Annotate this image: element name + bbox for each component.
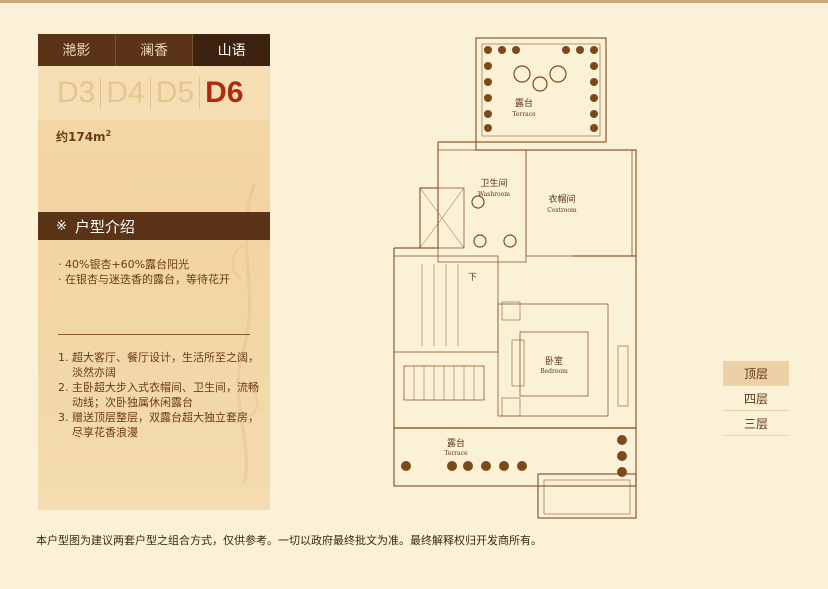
section-title: 户型介绍 xyxy=(74,217,135,236)
tab-yanying[interactable]: 滟影 xyxy=(38,34,116,66)
section-mark-icon: ※ xyxy=(56,218,67,234)
divider xyxy=(58,334,250,335)
area-unit-sup: 2 xyxy=(105,129,112,138)
washroom-en-label: Washroom xyxy=(478,191,510,198)
feature-list: 1.超大客厅、餐厅设计，生活所至之阔，淡然亦阔 2.主卧超大步入式衣帽间、卫生间… xyxy=(58,350,263,440)
section-heading: ※ 户型介绍 xyxy=(38,212,270,240)
tab-lanxiang[interactable]: 澜香 xyxy=(116,34,194,66)
terrace-top-label: 露台 xyxy=(515,97,533,109)
model-d3[interactable]: D3 xyxy=(52,77,102,109)
intro-text: · 40%银杏+60%露台阳光 · 在银杏与迷迭香的露台，等待花开 xyxy=(58,257,258,287)
terrace-bottom-label: 露台 xyxy=(447,437,465,449)
floor-3-button[interactable]: 三层 xyxy=(723,411,789,436)
bedroom-en-label: Bedroom xyxy=(540,368,568,375)
feature-item: 1.超大客厅、餐厅设计，生活所至之阔，淡然亦阔 xyxy=(58,350,263,380)
area-size: 约174m2 xyxy=(56,128,111,145)
feature-text: 主卧超大步入式衣帽间、卫生间，流畅动线；次卧独属休闲露台 xyxy=(72,381,259,409)
district-tabs: 滟影 澜香 山语 xyxy=(38,34,271,66)
terrace-bottom-en-label: Terrace xyxy=(444,450,468,457)
floor-top-button[interactable]: 顶层 xyxy=(723,361,789,386)
model-selector: D3 D4 D5 D6 xyxy=(38,66,270,120)
feature-text: 赠送顶层整层，双露台超大独立套房，尽享花香浪漫 xyxy=(72,411,259,439)
area-value: 约174m xyxy=(56,130,106,144)
feature-item: 2.主卧超大步入式衣帽间、卫生间，流畅动线；次卧独属休闲露台 xyxy=(58,380,263,410)
model-d4[interactable]: D4 xyxy=(101,77,151,109)
costroom-label: 衣帽间 xyxy=(548,193,575,205)
top-rule xyxy=(0,0,828,3)
costroom-en-label: Costroom xyxy=(547,207,577,214)
intro-line: · 40%银杏+60%露台阳光 xyxy=(58,258,190,271)
feature-item: 3.赠送顶层整层，双露台超大独立套房，尽享花香浪漫 xyxy=(58,410,263,440)
stairs-down-label: 下 xyxy=(468,273,477,283)
model-d5[interactable]: D5 xyxy=(151,77,201,109)
floor-selector: 顶层 四层 三层 xyxy=(723,361,789,436)
tab-shanyu[interactable]: 山语 xyxy=(193,34,271,66)
floor-plan: 露台 Terrace 卫生间 Washroom 衣帽间 Costroom 下 卧… xyxy=(393,37,637,519)
feature-num: 1. xyxy=(58,351,69,364)
intro-line: · 在银杏与迷迭香的露台，等待花开 xyxy=(58,273,230,286)
floor-4-button[interactable]: 四层 xyxy=(723,386,789,411)
feature-text: 超大客厅、餐厅设计，生活所至之阔，淡然亦阔 xyxy=(72,351,259,379)
terrace-top-en-label: Terrace xyxy=(512,111,536,118)
washroom-label: 卫生间 xyxy=(480,177,507,189)
feature-num: 2. xyxy=(58,381,69,394)
bedroom-label: 卧室 xyxy=(545,355,563,367)
disclaimer: 本户型图为建议两套户型之组合方式，仅供参考。一切以政府最终批文为准。最终解释权归… xyxy=(36,534,542,547)
feature-num: 3. xyxy=(58,411,69,424)
model-d6[interactable]: D6 xyxy=(205,76,244,109)
